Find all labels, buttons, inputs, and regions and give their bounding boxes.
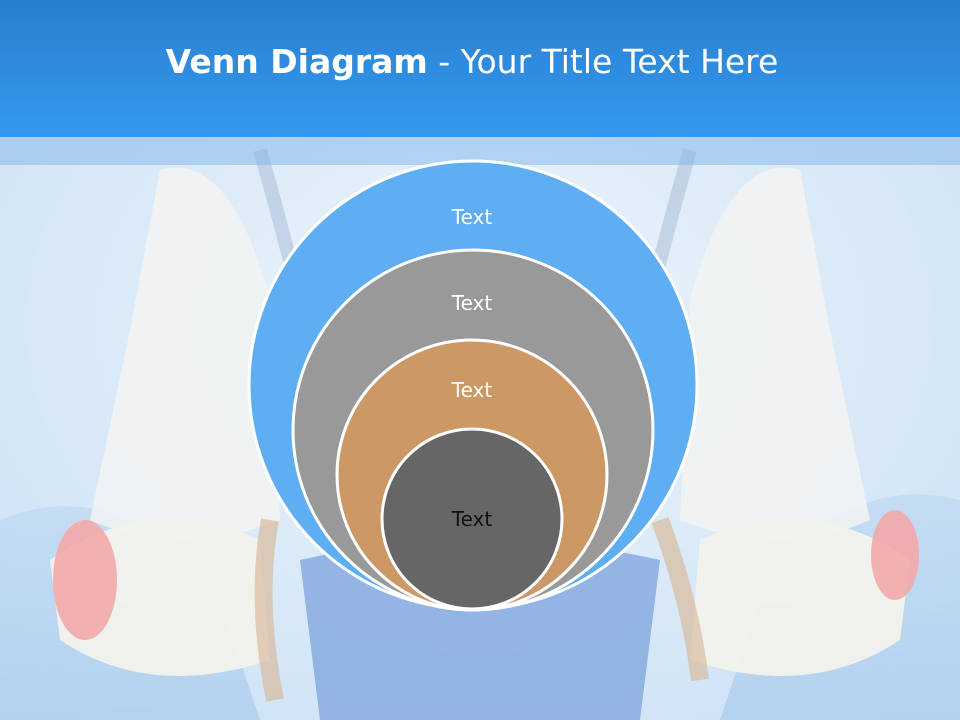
venn-circle-third-label: Text xyxy=(451,378,493,402)
slide-title-bold: Venn Diagram xyxy=(165,42,428,81)
title-bar xyxy=(0,0,960,137)
venn-circle-outer-label: Text xyxy=(451,205,493,229)
slide-title: Venn Diagram - Your Title Text Here xyxy=(0,40,944,84)
venn-circle-inner-label: Text xyxy=(451,507,493,531)
venn-circle-second-label: Text xyxy=(451,291,493,315)
slide-title-rest: - Your Title Text Here xyxy=(427,42,779,81)
venn-circle-inner-shape xyxy=(380,427,564,611)
venn-circle-inner[interactable]: Text xyxy=(380,427,564,611)
